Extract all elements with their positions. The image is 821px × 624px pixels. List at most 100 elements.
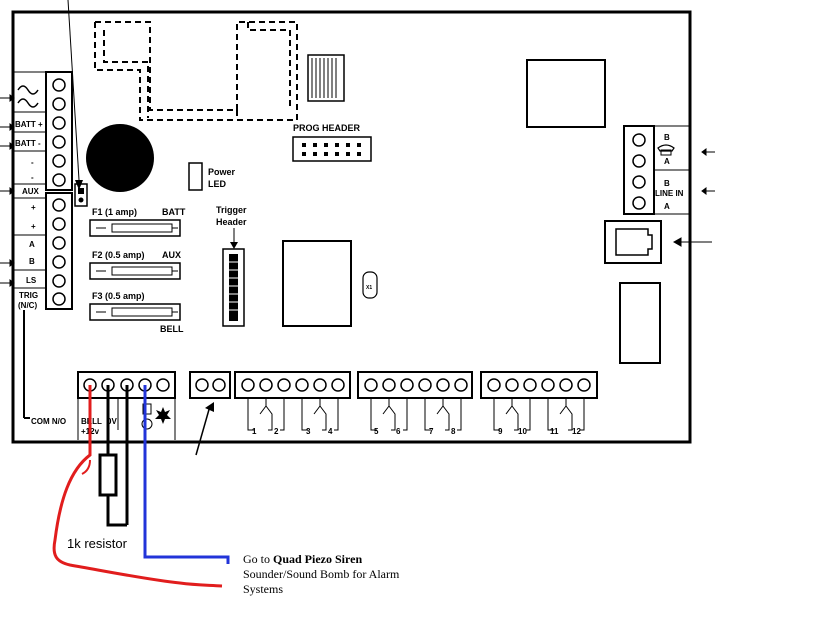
siren-label-line2: Sounder/Sound Bomb for Alarm (243, 567, 400, 581)
zone-number-9: 9 (498, 427, 503, 436)
resistor-body (98, 453, 118, 497)
left-label-lines (13, 131, 46, 289)
arrow-2pin-line (195, 405, 211, 456)
label-plus-1: + (31, 203, 36, 212)
jumper-pin-2 (78, 197, 84, 203)
siren-label-bold: Quad Piezo Siren (273, 552, 362, 566)
chip-top-right (526, 59, 606, 128)
label-trig: TRIG (19, 291, 38, 300)
trigger-header-ticks (229, 261, 238, 311)
fuse-f1 (89, 219, 181, 237)
fuse-f1-name: BATT (162, 207, 186, 217)
zero-v-label: 0V (107, 417, 117, 426)
rj-socket (604, 220, 662, 264)
prog-header-label: PROG HEADER (293, 123, 361, 133)
zone-block-3-screws (487, 378, 591, 392)
resistor-label: 1k resistor (67, 536, 128, 551)
siren-label-line3: Systems (243, 582, 283, 596)
right-arrows (672, 148, 715, 247)
dashed-module-inner (103, 30, 149, 118)
ac-symbol-1 (17, 85, 39, 95)
terminal-screws-left-top (52, 78, 66, 187)
power-led (188, 162, 203, 191)
fuse-f2-label: F2 (0.5 amp) (92, 250, 145, 260)
zone-number-3: 3 (306, 427, 311, 436)
terminal-block-left-top (45, 71, 73, 191)
pin-header-connector (307, 54, 345, 102)
jumper-pin-1 (78, 188, 84, 194)
crystal-x1 (362, 271, 378, 299)
power-led-label-1: Power (208, 167, 236, 177)
label-plus-2: + (31, 222, 36, 231)
phone-label-line-in: LINE IN (655, 189, 684, 198)
siren-label-prefix: Go to (243, 552, 273, 566)
crystal-label: X1 (366, 285, 372, 291)
trigger-header (222, 248, 245, 327)
label-a: A (29, 240, 35, 249)
zone-number-11: 11 (550, 427, 559, 436)
phone-label-a2: A (664, 202, 670, 211)
terminal-screws-left-bottom (52, 198, 66, 306)
zone-number-2: 2 (274, 427, 279, 436)
pointer-arrowhead-top (75, 180, 83, 190)
pin-header-stripes (311, 58, 337, 98)
zone-number-12: 12 (572, 427, 581, 436)
bell-terminal-ticks (77, 398, 176, 440)
zone-number-7: 7 (429, 427, 434, 436)
prog-header (292, 136, 372, 162)
phone-terminal-block (623, 125, 655, 215)
label-aux: AUX (22, 187, 40, 196)
arrow-2pin-head (205, 402, 214, 412)
speaker-symbol (141, 403, 153, 430)
label-b: B (29, 257, 35, 266)
phone-icon (657, 144, 675, 156)
fuse-f2 (89, 262, 181, 280)
com-no-label: COM N/O (31, 417, 66, 426)
trigger-header-inner (229, 254, 238, 321)
label-batt-plus: BATT + (15, 120, 43, 129)
trigger-header-label-2: Header (216, 217, 247, 227)
chip-center (282, 240, 352, 327)
label-minus-2: - (31, 173, 34, 182)
black-wire-resistor-lead (106, 385, 129, 527)
label-minus-1: - (31, 158, 34, 167)
board-outline (11, 10, 692, 444)
label-batt-minus: BATT - (15, 139, 41, 148)
fuse-f3-name: BELL (160, 324, 184, 334)
phone-terminal-screws (632, 133, 646, 210)
fuse-f3 (89, 303, 181, 321)
blue-wire (143, 385, 230, 564)
label-nc: (N/C) (18, 301, 37, 310)
fuse-f1-element (96, 223, 178, 233)
zone-number-5: 5 (374, 427, 379, 436)
terminal-2pin-screws (195, 378, 226, 392)
siren-label-line1: Go to Quad Piezo Siren (243, 552, 362, 566)
trigger-header-label-1: Trigger (216, 205, 247, 215)
terminal-block-2pin (189, 371, 231, 399)
red-wire-stub (81, 459, 91, 475)
terminal-block-left-bottom (45, 192, 73, 310)
phone-label-b1: B (664, 133, 670, 142)
phone-label-b2: B (664, 179, 670, 188)
zone-block-1-screws (241, 378, 345, 392)
phone-label-a1: A (664, 157, 670, 166)
label-ls: LS (26, 276, 37, 285)
dashed-module-right (247, 22, 291, 110)
zone-block-3 (480, 371, 598, 399)
zone-block-2-screws (364, 378, 468, 392)
zone-number-6: 6 (396, 427, 401, 436)
trigger-arrowhead (230, 242, 238, 249)
prog-header-pins (302, 143, 361, 156)
zone-number-8: 8 (451, 427, 456, 436)
left-arrows (0, 94, 15, 287)
zone-brackets (247, 398, 585, 431)
fuse-f3-element (96, 307, 178, 317)
burst-symbol (155, 407, 171, 424)
zone-number-1: 1 (252, 427, 257, 436)
pointer-line-top (67, 0, 80, 181)
fuse-f3-label: F3 (0.5 amp) (92, 291, 145, 301)
ac-symbol-2 (17, 98, 39, 108)
rj-socket-port (615, 228, 653, 256)
fuse-f2-element (96, 266, 178, 276)
